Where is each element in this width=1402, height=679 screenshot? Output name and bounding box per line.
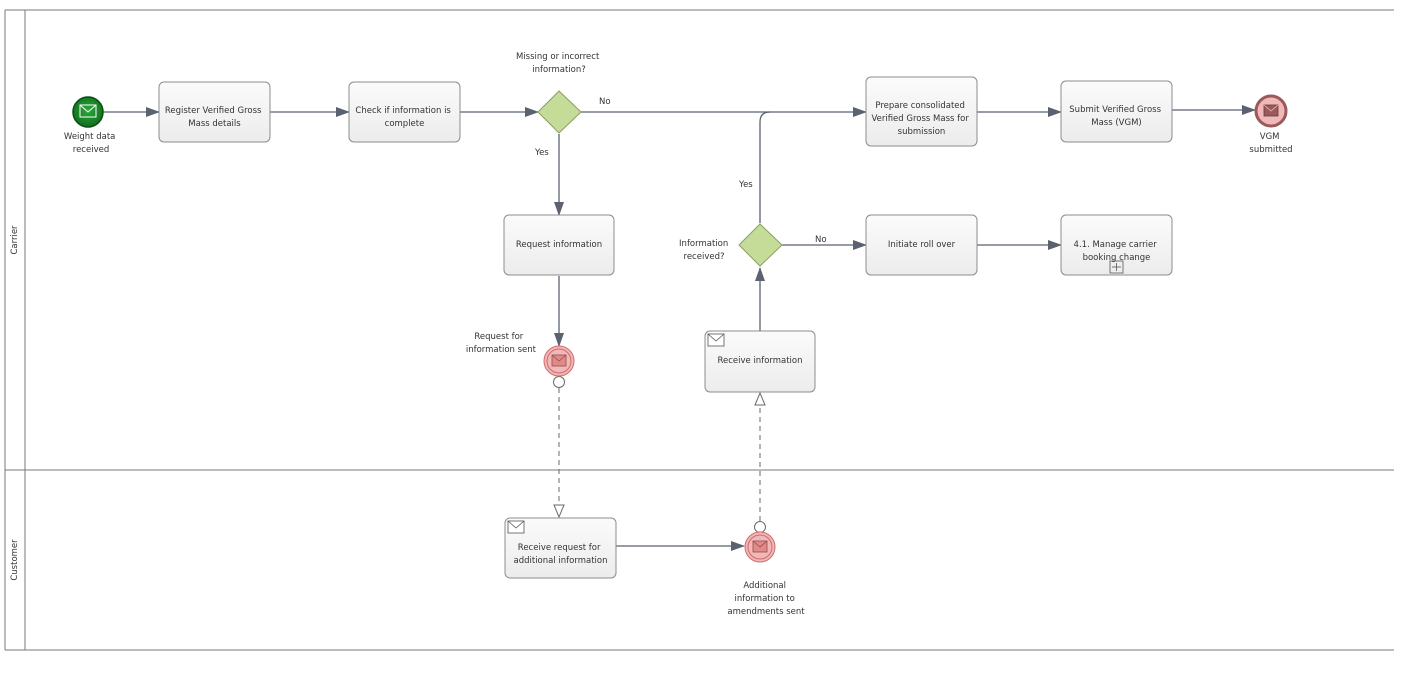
flow-label-missing-no: No [599,97,611,107]
task-request-information[interactable]: Request information [503,214,615,276]
lane-label-customer: Customer [10,539,20,581]
gateway-missing-information[interactable]: Missing or incorrect information? [516,52,602,134]
task-check-information-complete[interactable]: Check if information is complete [348,81,461,143]
svg-text:Receive request for addi: Receive request for additional informati… [514,543,608,566]
pool: Carrier Customer [4,9,1394,651]
event-additional-sent-label: Additional information to amendments sen… [727,581,805,617]
svg-text:Prepare consolidated Ver: Prepare consolidated Verified Gross Mass… [871,101,971,137]
flow-label-received-yes: Yes [738,180,753,190]
subprocess-manage-carrier-booking-change[interactable]: 4.1. Manage carrier booking change [1060,214,1173,276]
flow-label-missing-yes: Yes [534,148,549,158]
event-request-sent-label: Request for information sent [466,332,537,355]
sequence-flows [103,105,1256,551]
gateway-information-received[interactable]: Information received? [679,223,783,267]
svg-text:Submit Verified Gross Ma: Submit Verified Gross Mass (VGM) [1069,105,1163,128]
task-receive-request-additional-information[interactable]: Receive request for additional informati… [504,517,617,579]
gateway-missing-label: Missing or incorrect information? [516,52,602,75]
gateway-received-label: Information received? [679,239,731,262]
task-submit-vgm[interactable]: Submit Verified Gross Mass (VGM) [1060,80,1173,143]
task-register-vgm-details[interactable]: Register Verified Gross Mass details [158,81,271,143]
message-flows [553,376,766,533]
svg-text:Request information: Request information [516,240,602,250]
svg-text:4.1. Manage carrier book: 4.1. Manage carrier booking change [1074,240,1160,263]
task-prepare-consolidated-vgm[interactable]: Prepare consolidated Verified Gross Mass… [865,76,978,147]
svg-text:Check if information is: Check if information is complete [355,106,453,129]
lane-label-carrier: Carrier [10,225,20,255]
flow-label-received-no: No [815,235,827,245]
task-receive-information[interactable]: Receive information [704,330,816,393]
svg-text:Register Verified Gross: Register Verified Gross Mass details [165,106,264,129]
flow-received-yes-to-prepare [759,111,771,223]
end-event-vgm-submitted[interactable]: VGM submitted [1249,94,1293,155]
start-event[interactable]: Weight data received [64,96,118,155]
envelope-icon [79,104,97,118]
subprocess-plus-icon [1109,260,1124,274]
event-additional-information-sent[interactable]: Additional information to amendments sen… [727,531,805,617]
start-event-label: Weight data received [64,132,118,155]
svg-text:Initiate roll over: Initiate roll over [888,240,956,250]
end-event-label: VGM submitted [1249,132,1292,155]
svg-text:Receive information: Receive information [717,356,802,366]
task-initiate-roll-over[interactable]: Initiate roll over [865,214,978,276]
event-request-information-sent[interactable]: Request for information sent [466,332,575,377]
